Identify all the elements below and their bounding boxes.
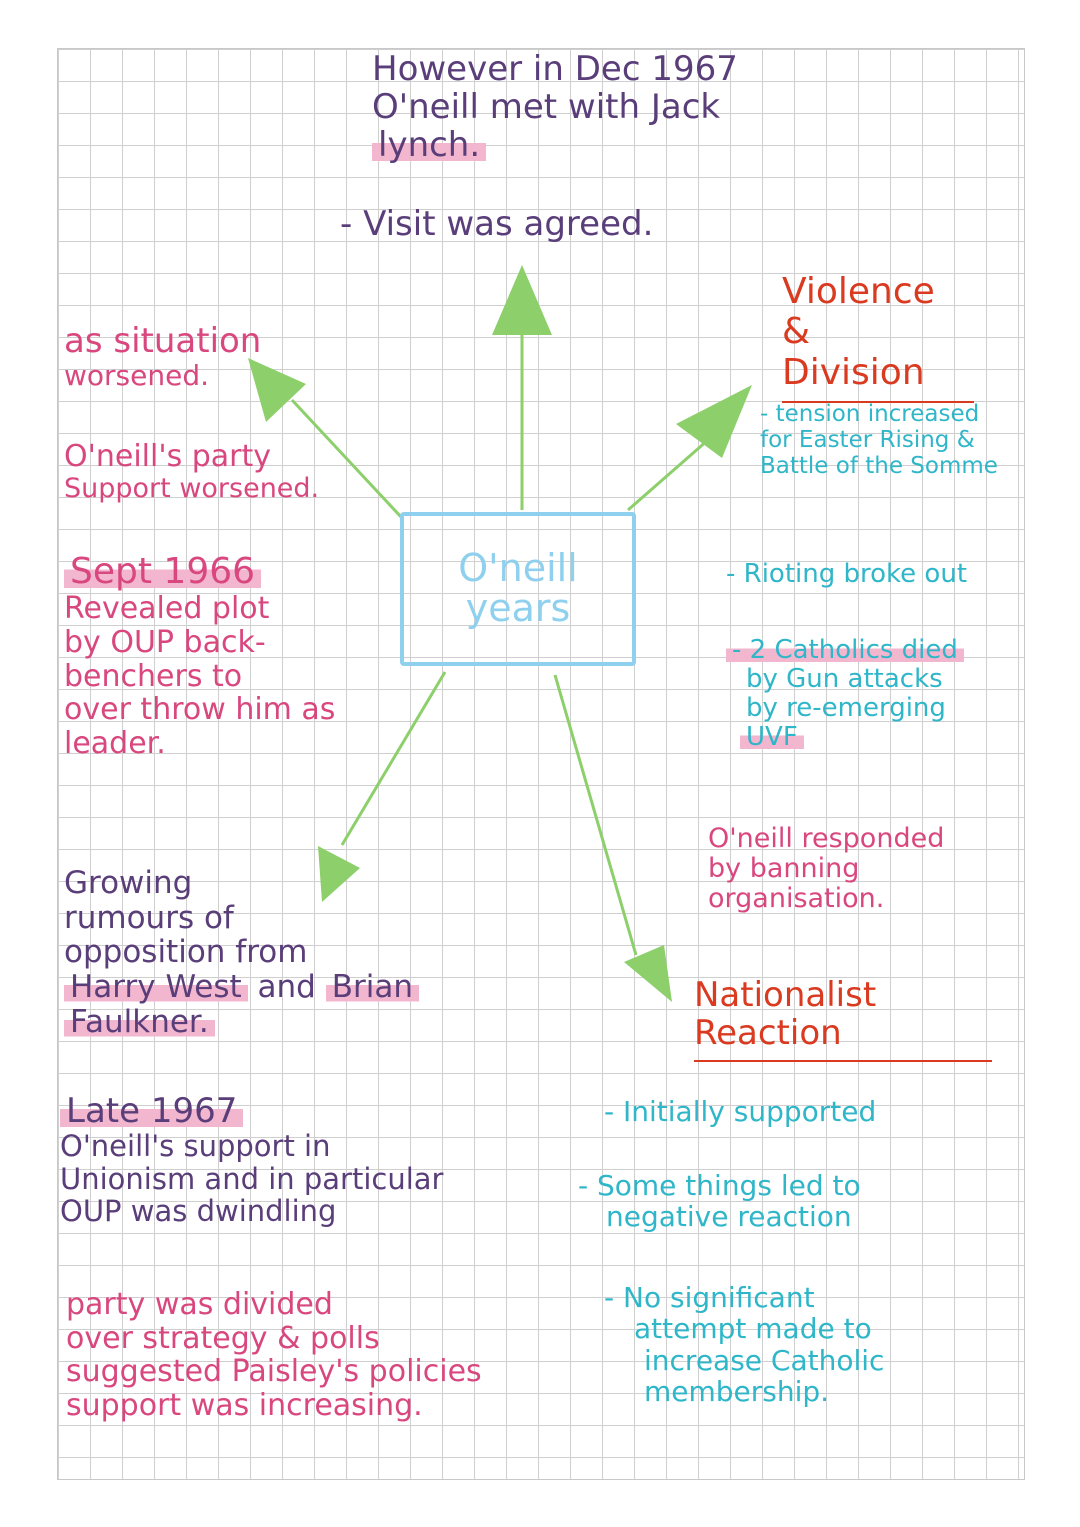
sept-line-1: Revealed plot	[64, 591, 270, 627]
response-line-1: O'neill responded	[708, 823, 945, 854]
catholics-note: - 2 Catholics died by Gun attacks by re-…	[726, 635, 964, 753]
top-bullet: - Visit was agreed.	[340, 204, 654, 244]
uvf-label: UVF	[740, 722, 804, 753]
arrow-line-upper-right	[627, 438, 709, 512]
catholics-line-2: by Gun attacks	[746, 664, 943, 695]
late-line-1: O'neill's support in	[60, 1129, 331, 1164]
late-1967-note: Late 1967 O'neill's support in Unionism …	[60, 1091, 444, 1229]
rumours-line-3: opposition from	[64, 934, 308, 971]
late-line-2: Unionism and in particular	[60, 1161, 444, 1196]
names-and: and	[257, 969, 316, 1006]
arrow-line-upper-left	[290, 398, 404, 520]
no-attempt-line-1: - No significant	[604, 1281, 815, 1314]
arrowhead-top	[492, 265, 552, 335]
arrowhead-upper-left	[248, 358, 306, 422]
center-title-line-1: O'neill	[458, 546, 578, 591]
name-faulkner: Faulkner.	[64, 1003, 215, 1040]
situation-line-2: worsened.	[64, 359, 210, 393]
violence-heading: Violence & Division	[782, 271, 974, 403]
catholics-line-3: by re-emerging	[746, 693, 946, 724]
divided-line-4: support was increasing.	[66, 1387, 423, 1423]
sept-1966-note: Sept 1966 Revealed plot by OUP back- ben…	[64, 551, 336, 761]
nationalist-heading-line-2: Reaction	[694, 1013, 842, 1054]
top-line-3: lynch.	[372, 125, 487, 166]
divided-line-2: over strategy & polls	[66, 1320, 380, 1356]
sept-line-3: benchers to	[64, 658, 243, 694]
situation-note: as situation worsened.	[64, 321, 262, 393]
tension-line-1: - tension increased	[760, 401, 980, 427]
sept-line-2: by OUP back-	[64, 624, 266, 660]
response-line-2: by banning	[708, 853, 860, 885]
late-1967-date: Late 1967	[60, 1091, 244, 1131]
tension-line-3: Battle of the Somme	[760, 452, 998, 479]
violence-heading-line-2: Division	[782, 351, 925, 393]
nationalist-heading: Nationalist Reaction	[694, 975, 992, 1063]
some-things-note: - Some things led to negative reaction	[578, 1170, 861, 1233]
catholics-line-1: - 2 Catholics died	[726, 635, 964, 665]
arrowhead-upper-right	[676, 385, 752, 458]
rumours-note: Growing rumours of opposition from Harry…	[64, 866, 419, 1040]
arrowhead-lower-right	[624, 945, 672, 1002]
party-line-2: Support worsened.	[64, 472, 320, 504]
name-harry-west: Harry West	[64, 969, 248, 1006]
response-line-3: organisation.	[708, 883, 885, 915]
top-line-2: O'neill met with Jack	[372, 87, 721, 128]
name-brian: Brian	[325, 969, 419, 1006]
party-line-1: O'neill's party	[64, 439, 272, 474]
no-attempt-line-3: increase Catholic	[644, 1343, 885, 1377]
sept-1966-date: Sept 1966	[64, 551, 262, 592]
arrowhead-lower-left	[318, 846, 360, 902]
center-topic-box: O'neill years	[400, 512, 636, 666]
sept-line-4: over throw him as	[64, 692, 336, 728]
no-attempt-line-2: attempt made to	[634, 1312, 872, 1346]
top-line-1: However in Dec 1967	[372, 49, 738, 89]
rioting-note: - Rioting broke out	[726, 559, 968, 589]
party-divided-note: party was divided over strategy & polls …	[66, 1288, 482, 1422]
tension-note: - tension increased for Easter Rising & …	[760, 401, 998, 479]
violence-heading-line-1: Violence &	[782, 271, 935, 353]
rumours-line-1: Growing	[64, 865, 193, 901]
no-attempt-note: - No significant attempt made to increas…	[604, 1281, 885, 1409]
divided-line-3: suggested Paisley's policies	[66, 1354, 482, 1390]
grid-paper	[57, 48, 1025, 1480]
arrow-line-lower-left	[340, 671, 447, 846]
party-support-note: O'neill's party Support worsened.	[64, 440, 319, 504]
divided-line-1: party was divided	[66, 1287, 333, 1322]
some-line-2: negative reaction	[606, 1200, 852, 1234]
sept-line-5: leader.	[64, 725, 166, 761]
initially-note: - Initially supported	[604, 1095, 877, 1128]
late-line-3: OUP was dwindling	[60, 1194, 337, 1229]
rumours-line-2: rumours of	[64, 899, 234, 936]
tension-line-2: for Easter Rising &	[760, 426, 975, 453]
response-note: O'neill responded by banning organisatio…	[708, 823, 945, 915]
arrow-line-lower-right	[553, 674, 638, 956]
some-line-1: - Some things led to	[578, 1169, 861, 1202]
center-title-line-2: years	[465, 586, 571, 630]
situation-line-1: as situation	[64, 321, 262, 361]
nationalist-heading-line-1: Nationalist	[694, 975, 877, 1015]
top-note: However in Dec 1967 O'neill met with Jac…	[372, 49, 738, 166]
no-attempt-line-4: membership.	[644, 1375, 830, 1409]
